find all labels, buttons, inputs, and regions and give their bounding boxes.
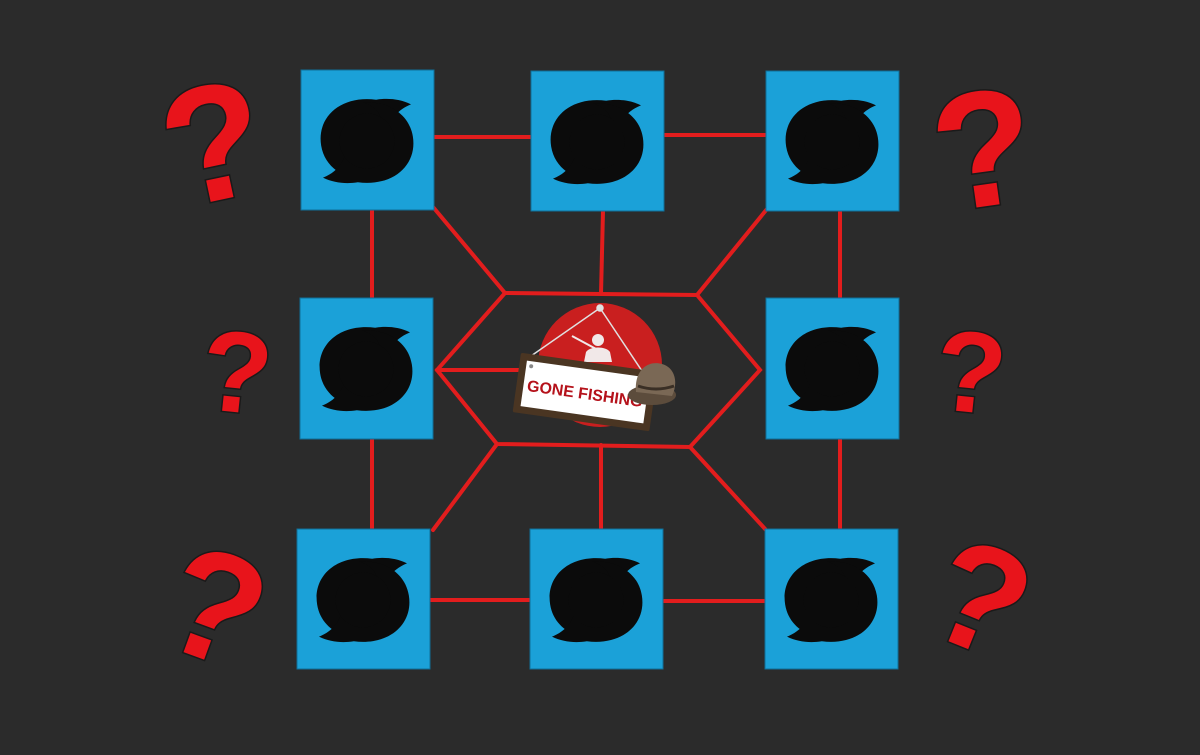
connector-line: [688, 445, 768, 532]
storm-node-top-left: [300, 69, 435, 211]
sign-strings: [530, 304, 649, 381]
question-mark-bottom-right: ?: [907, 503, 1055, 693]
storm-node-bottom-left: [296, 528, 431, 670]
storm-nodes: [296, 69, 900, 670]
question-mark-bottom-left: ?: [141, 509, 289, 704]
connector-line: [431, 442, 499, 532]
storm-node-bottom-center: [529, 528, 664, 670]
hat-icon: [628, 363, 676, 405]
question-mark-middle-right: ?: [929, 306, 1012, 441]
sign-board: [520, 360, 650, 424]
connector-line: [431, 205, 507, 295]
gone-fishing-sign: GONE FISHING: [512, 303, 676, 432]
fisherman-icon: [571, 334, 612, 362]
storm-node-middle-right: [765, 297, 900, 440]
connector-line: [599, 209, 605, 296]
connector-line: [695, 207, 769, 297]
storm-node-middle-left: [299, 297, 434, 440]
question-mark-middle-left: ?: [195, 306, 278, 441]
storm-node-top-right: [765, 70, 900, 212]
storm-node-bottom-right: [764, 528, 899, 670]
storm-node-top-center: [530, 70, 665, 212]
question-mark-top-left: ?: [145, 42, 282, 243]
connector-lines: [370, 133, 842, 603]
question-mark-top-right: ?: [921, 51, 1046, 247]
